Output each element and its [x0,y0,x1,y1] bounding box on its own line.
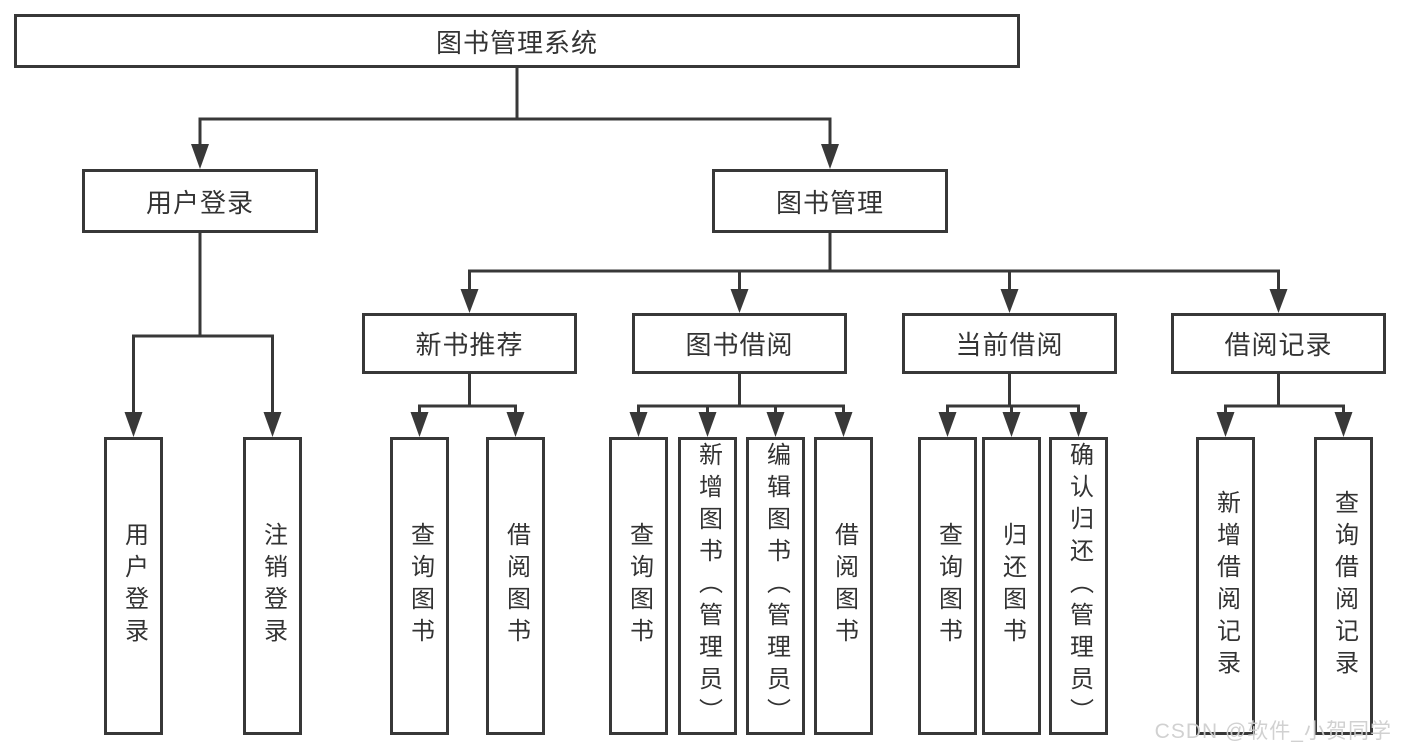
leaf-label: 借阅图书 [830,522,858,650]
leaf-add-borrow-record: 新增借阅记录 [1196,437,1255,735]
node-root-system: 图书管理系统 [14,14,1020,68]
leaf-add-book-admin: 新增图书（管理员） [678,437,737,735]
leaf-borrow-book: 借阅图书 [814,437,873,735]
leaf-query-book-current: 查询图书 [918,437,977,735]
node-new-book-recommend: 新书推荐 [362,313,577,374]
leaf-return-book: 归还图书 [982,437,1041,735]
leaf-label: 注销登录 [259,522,287,650]
leaf-confirm-return-admin: 确认归还（管理员） [1049,437,1108,735]
watermark: CSDN @软件_小贺同学 [1154,720,1392,743]
node-current-borrow: 当前借阅 [902,313,1117,374]
leaf-query-book-recommend: 查询图书 [390,437,449,735]
node-book-management: 图书管理 [712,169,948,233]
leaf-query-borrow-record: 查询借阅记录 [1314,437,1373,735]
leaf-label: 查询图书 [934,522,962,650]
arrowhead-icons [124,144,1353,437]
leaf-label: 用户登录 [120,522,148,650]
leaf-label: 编辑图书（管理员） [762,442,790,730]
leaf-logout: 注销登录 [243,437,302,735]
leaf-borrow-book-recommend: 借阅图书 [486,437,545,735]
leaf-label: 新增图书（管理员） [694,442,722,730]
leaf-query-book-borrow: 查询图书 [609,437,668,735]
node-book-borrow: 图书借阅 [632,313,847,374]
leaf-label: 确认归还（管理员） [1065,442,1093,730]
leaf-edit-book-admin: 编辑图书（管理员） [746,437,805,735]
leaf-label: 查询图书 [625,522,653,650]
leaf-label: 查询图书 [406,522,434,650]
node-user-login: 用户登录 [82,169,318,233]
node-borrow-records: 借阅记录 [1171,313,1386,374]
leaf-label: 归还图书 [998,522,1026,650]
leaf-label: 新增借阅记录 [1212,490,1240,682]
leaf-label: 查询借阅记录 [1330,490,1358,682]
leaf-label: 借阅图书 [502,522,530,650]
leaf-user-login: 用户登录 [104,437,163,735]
